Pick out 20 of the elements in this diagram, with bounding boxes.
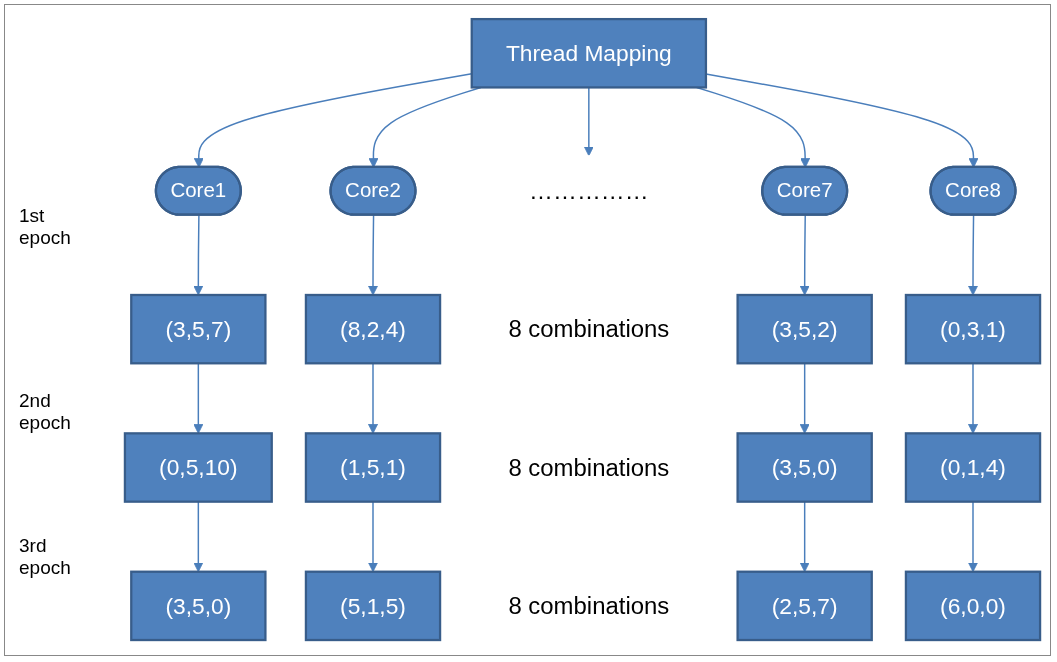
epoch-label: 3rd epoch	[19, 535, 72, 579]
node-text: 8 combinations	[508, 454, 670, 481]
node-box: (0,3,1)	[904, 293, 1042, 365]
node-box: Thread Mapping	[470, 17, 708, 89]
node-box: (2,5,7)	[736, 570, 873, 642]
node-box: (3,5,7)	[130, 293, 267, 365]
epoch-label: 2nd epoch	[19, 390, 72, 434]
node-box: (3,5,2)	[736, 293, 873, 365]
node-box: (3,5,0)	[736, 432, 873, 503]
node-box: (1,5,1)	[304, 432, 442, 503]
node-text: ……………	[529, 177, 649, 204]
node-text: 8 combinations	[508, 592, 670, 619]
node-box: (5,1,5)	[304, 570, 442, 642]
epoch-label: 1st epoch	[19, 205, 72, 249]
node-box: (8,2,4)	[304, 293, 442, 365]
node-box: (0,1,4)	[904, 432, 1042, 503]
node-text: 8 combinations	[508, 315, 670, 342]
node-box: (6,0,0)	[904, 570, 1042, 642]
node-box: (3,5,0)	[130, 570, 267, 642]
node-box: (0,5,10)	[123, 432, 273, 503]
